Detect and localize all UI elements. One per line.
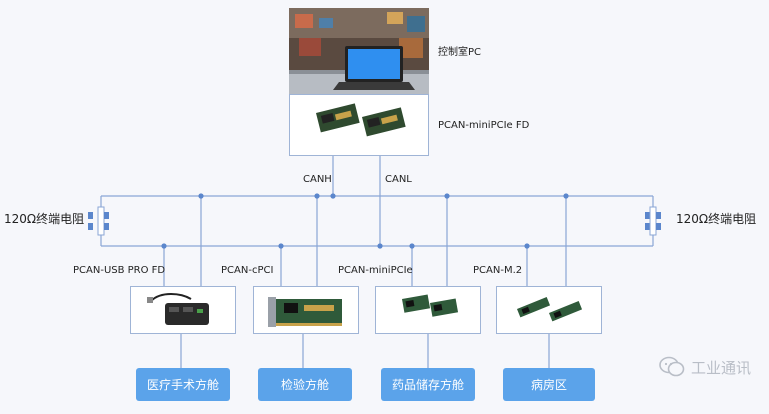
junction-dot bbox=[409, 243, 415, 249]
term-right-label: 120Ω终端电阻 bbox=[676, 212, 757, 226]
canh-label: CANH bbox=[303, 174, 332, 185]
main-card-box bbox=[289, 94, 429, 156]
ward-lab: 检验方舱 bbox=[258, 368, 352, 401]
device-box-minipcie bbox=[375, 286, 481, 334]
term-left-label: 120Ω终端电阻 bbox=[4, 212, 85, 226]
device-label-usb: PCAN-USB PRO FD bbox=[73, 265, 166, 276]
junction-dot bbox=[198, 193, 204, 199]
minipcie-card-icon bbox=[402, 294, 459, 317]
wechat-icon bbox=[659, 356, 685, 377]
m2-card-icon bbox=[517, 297, 583, 322]
junction-dot bbox=[524, 243, 530, 249]
junction-dot bbox=[314, 193, 320, 199]
control-room-scene bbox=[289, 8, 429, 94]
ward-pharmacy: 药品储存方舱 bbox=[381, 368, 475, 401]
ward-patient-area: 病房区 bbox=[503, 368, 595, 401]
junction-dot bbox=[563, 193, 569, 199]
junction-dot bbox=[161, 243, 167, 249]
device-box-usb bbox=[130, 286, 236, 334]
device-label-cpci: PCAN-cPCI bbox=[221, 265, 274, 276]
main-card-label: PCAN-miniPCIe FD bbox=[438, 120, 530, 131]
usb-pro-fd-icon bbox=[147, 293, 209, 325]
junction-dot bbox=[444, 193, 450, 199]
ward-surgery: 医疗手术方舱 bbox=[136, 368, 230, 401]
device-label-minipcie: PCAN-miniPCIe bbox=[338, 265, 413, 276]
device-label-m2: PCAN-M.2 bbox=[473, 265, 523, 276]
device-box-cpci bbox=[253, 286, 359, 334]
minipcie-fd-card-icon bbox=[316, 103, 406, 137]
device-box-m2 bbox=[496, 286, 602, 334]
junction-dot bbox=[330, 193, 336, 199]
cpci-card-icon bbox=[268, 297, 342, 327]
junction-dot bbox=[377, 243, 383, 249]
junction-dot bbox=[278, 243, 284, 249]
resistor-right-icon bbox=[645, 206, 661, 236]
watermark-text: 工业通讯 bbox=[690, 358, 751, 377]
watermark: 工业通讯 bbox=[659, 356, 751, 378]
resistor-left-icon bbox=[88, 206, 109, 236]
canl-label: CANL bbox=[385, 174, 412, 185]
control-room-photo bbox=[289, 8, 429, 94]
pc-label: 控制室PC bbox=[438, 47, 482, 58]
